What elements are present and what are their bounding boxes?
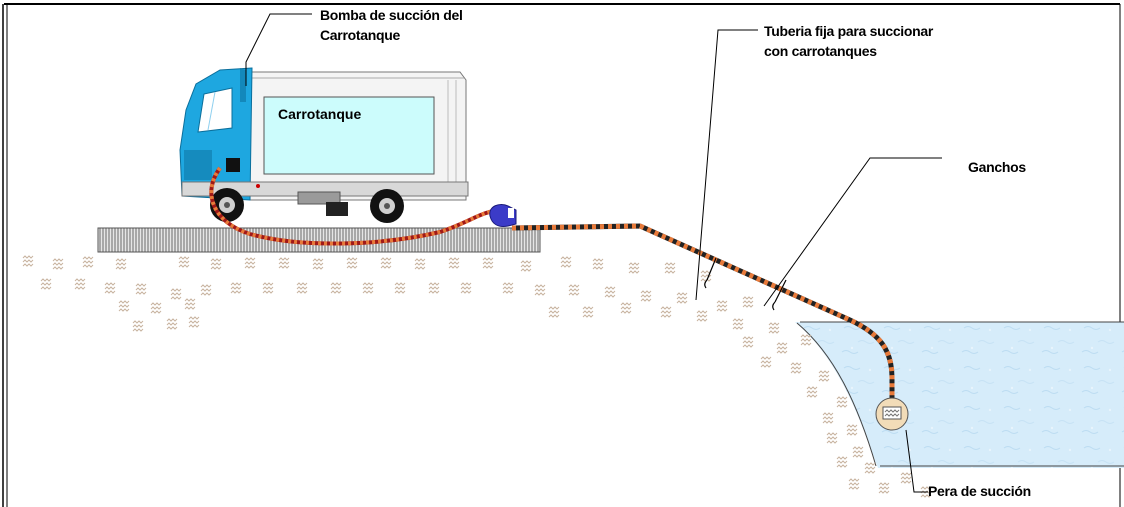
truck-window — [197, 87, 233, 133]
hooks-label: Ganchos — [968, 159, 1026, 175]
truck-platform — [97, 227, 541, 253]
gravel-ground — [22, 255, 934, 498]
pipe-label: Tuberia fija para succionar con carrotan… — [764, 21, 933, 61]
water-reservoir — [795, 321, 1124, 468]
pump-label: Bomba de succión del Carrotanque — [320, 5, 463, 45]
pump-label-line2: Carrotanque — [320, 27, 400, 43]
truck-label: Carrotanque — [278, 106, 362, 122]
pipe-label-line1: Tuberia fija para succionar — [764, 23, 934, 39]
strainer-icon — [875, 397, 909, 431]
hook-icon — [772, 279, 787, 311]
hook-icon — [704, 257, 717, 289]
hooks-leader — [763, 157, 942, 307]
fixed-pipe — [511, 223, 895, 398]
pump-icon — [489, 203, 517, 227]
pump-label-line1: Bomba de succión del — [320, 7, 463, 23]
pipe-label-line2: con carrotanques — [764, 43, 877, 59]
strainer-leader — [905, 429, 928, 493]
strainer-label: Pera de succión — [928, 483, 1031, 499]
pump-leader — [245, 13, 312, 86]
pipe-leader — [695, 29, 758, 301]
truck-icon — [179, 67, 469, 223]
rear-wheel — [370, 189, 404, 223]
truck-box-panel — [263, 96, 435, 175]
suction-hose — [209, 166, 501, 246]
leader-lines — [245, 13, 942, 493]
